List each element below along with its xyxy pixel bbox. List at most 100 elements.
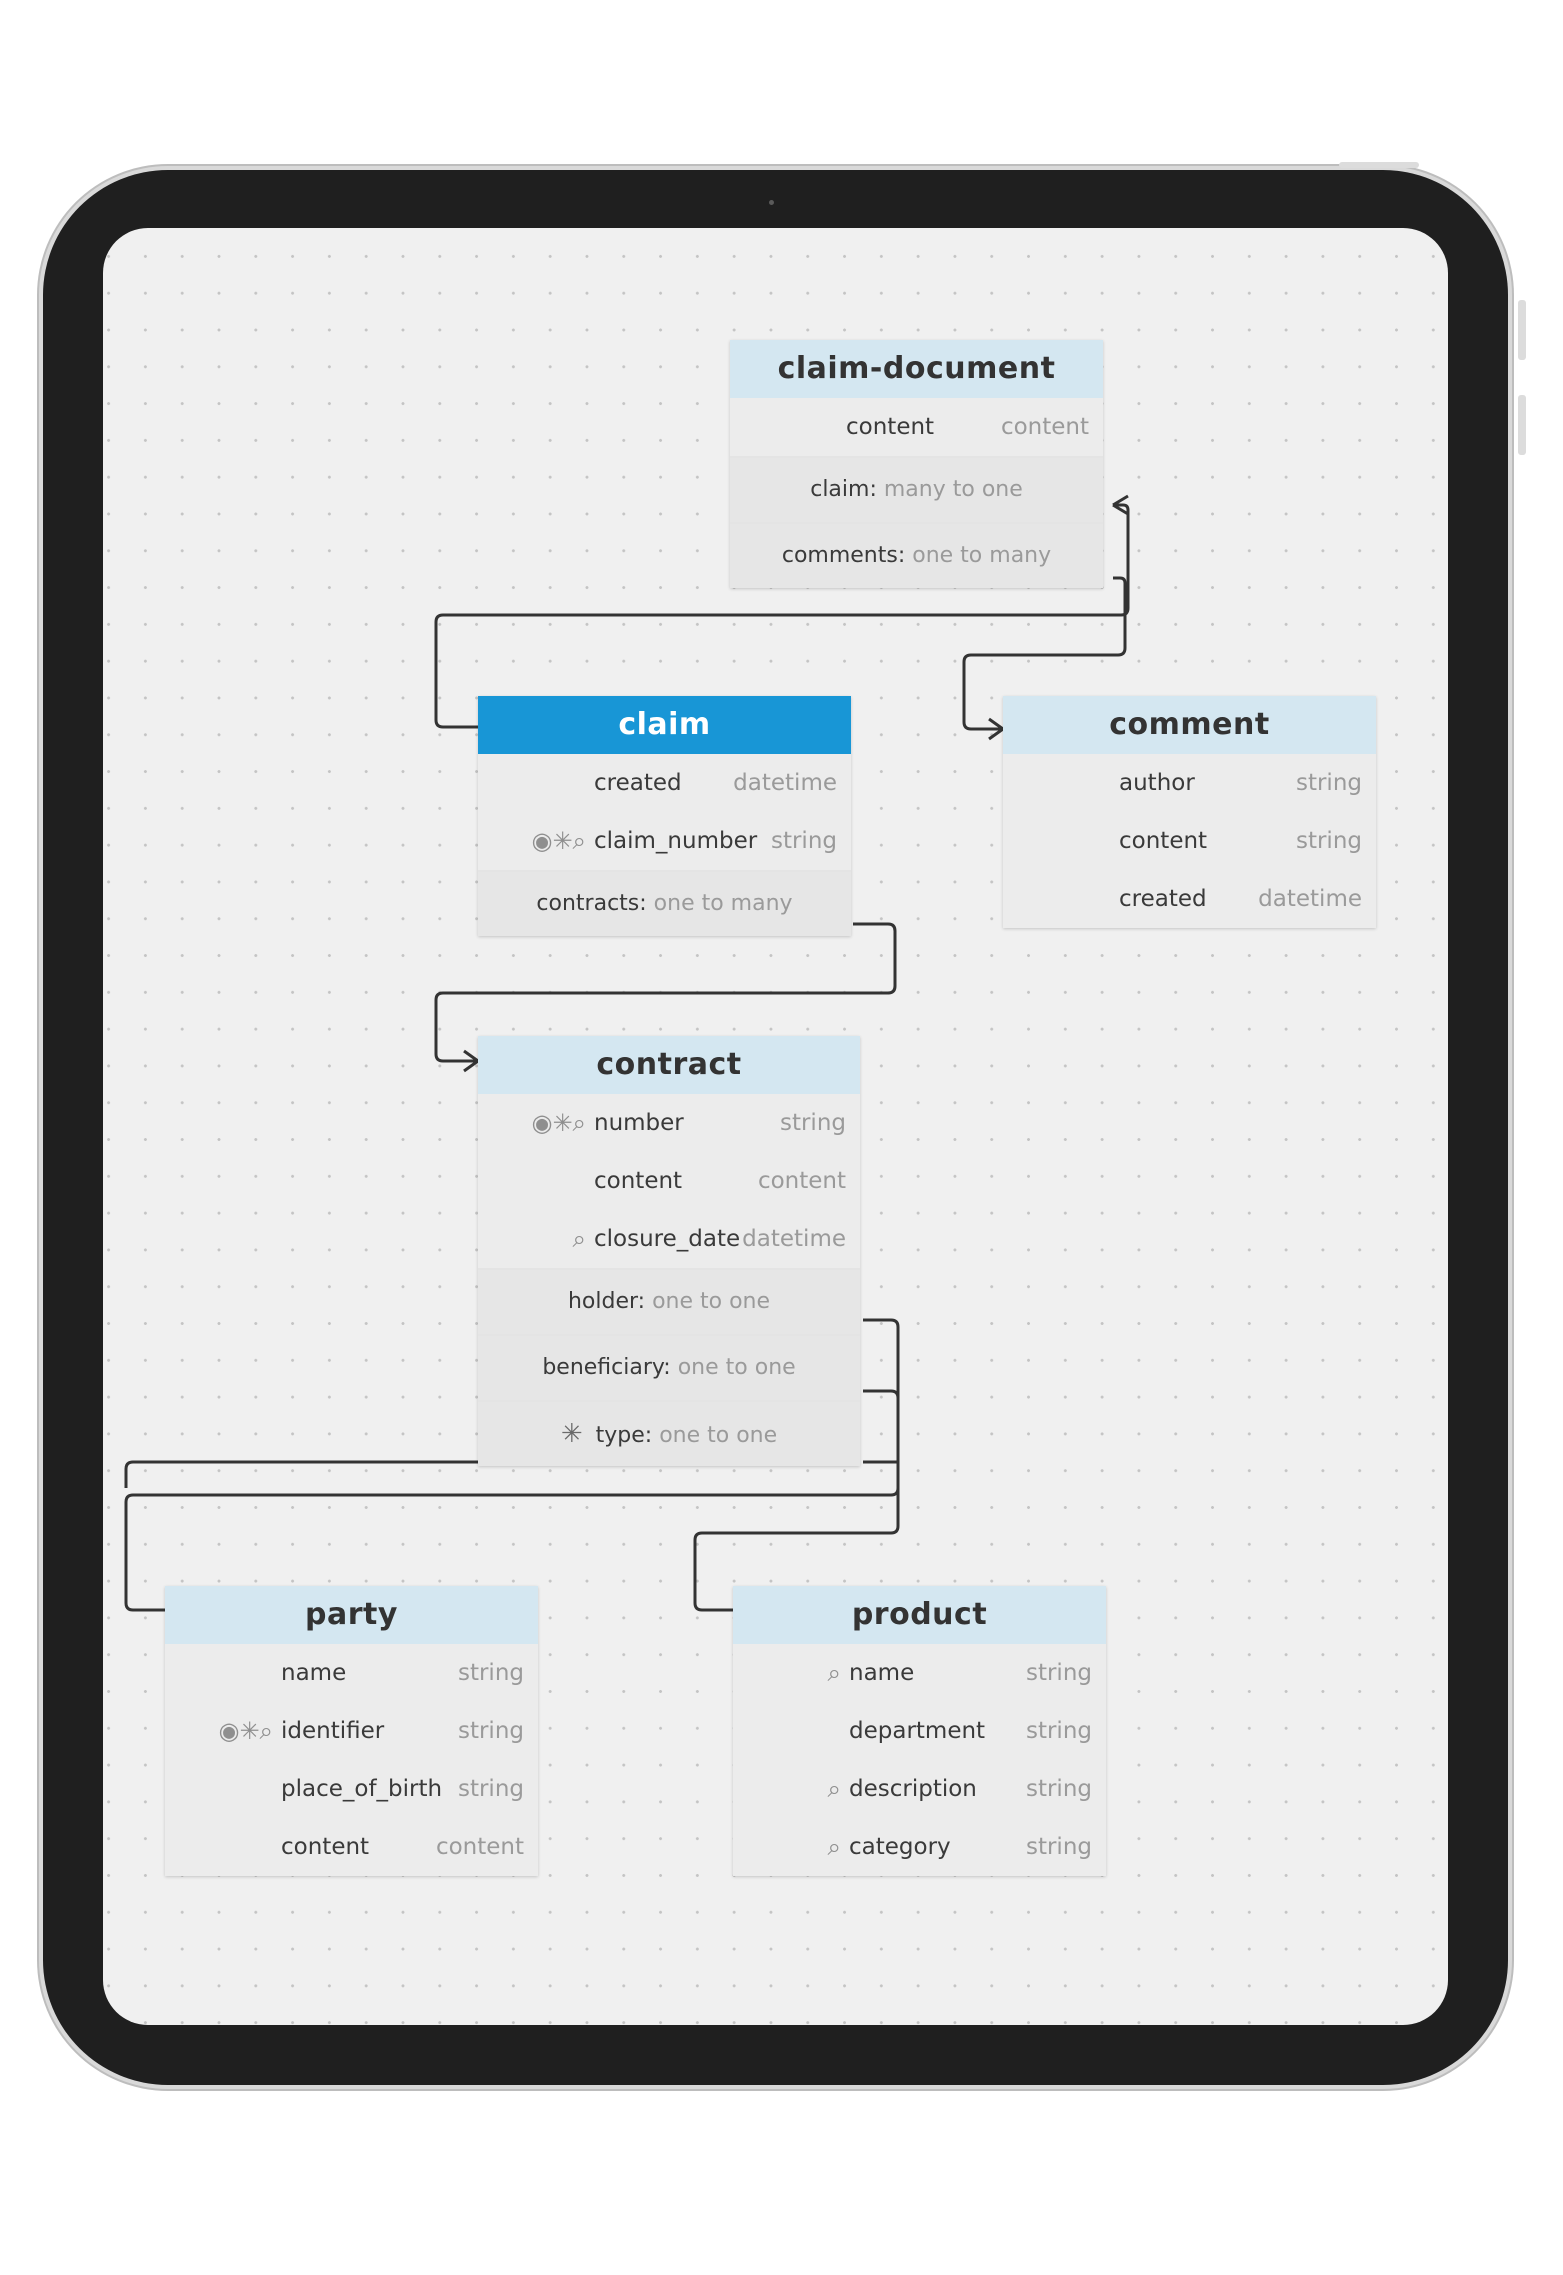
field-name: created <box>1119 886 1207 912</box>
field-type: content <box>1000 414 1089 440</box>
field-row[interactable]: ◉✳⌕ number string <box>478 1094 860 1152</box>
field-name: description <box>849 1776 977 1802</box>
field-row[interactable]: ⌕ category string <box>733 1818 1106 1876</box>
field-name: name <box>281 1660 347 1686</box>
relation-kind: one to one <box>677 1355 796 1380</box>
relation-kind: one to many <box>912 543 1052 568</box>
entity-title: party <box>165 1586 538 1644</box>
search-icon: ⌕ <box>572 1225 586 1253</box>
field-name: department <box>849 1718 986 1744</box>
relation-connectors <box>124 494 1130 1612</box>
field-type: datetime <box>1258 886 1362 912</box>
relation-row[interactable]: ✳ type: one to one <box>478 1400 860 1466</box>
field-row[interactable]: created datetime <box>1003 870 1376 928</box>
entity-title: claim <box>478 696 851 754</box>
field-row[interactable]: created datetime <box>478 754 851 812</box>
relation-name: beneficiary: <box>542 1355 671 1380</box>
field-row[interactable]: ⌕ closure_date datetime <box>478 1210 860 1268</box>
field-row[interactable]: content content <box>730 398 1103 456</box>
relation-name: holder: <box>567 1289 646 1314</box>
field-type: string <box>457 1718 524 1744</box>
diagram-canvas[interactable]: claim-document content content claim: ma… <box>103 228 1448 2025</box>
relation-name: comments: <box>781 543 906 568</box>
key-search-icons: ◉✳⌕ <box>531 1109 587 1137</box>
search-icon: ⌕ <box>827 1833 841 1861</box>
relation-kind: one to one <box>659 1423 778 1448</box>
field-name: identifier <box>281 1718 385 1744</box>
entity-party[interactable]: party name string ◉✳⌕ identifier string … <box>165 1586 538 1876</box>
crowfoot-many-icon <box>1112 494 1129 516</box>
crowfoot-many-icon <box>463 1049 479 1073</box>
field-row[interactable]: content content <box>478 1152 860 1210</box>
side-button-bottom <box>1518 395 1526 455</box>
field-type: content <box>757 1168 846 1194</box>
tablet-frame: claim-document content content claim: ma… <box>43 162 1526 2085</box>
field-type: string <box>457 1660 524 1686</box>
field-name: category <box>849 1834 951 1860</box>
camera-dot <box>769 200 774 205</box>
entity-title: product <box>733 1586 1106 1644</box>
field-name: claim_number <box>594 828 758 854</box>
entity-comment[interactable]: comment author string content string cre… <box>1003 696 1376 928</box>
required-asterisk-icon: ✳ <box>560 1419 583 1449</box>
field-type: string <box>1295 828 1362 854</box>
relation-row[interactable]: comments: one to many <box>730 522 1103 588</box>
field-type: string <box>1025 1834 1092 1860</box>
field-type: string <box>770 828 837 854</box>
field-row[interactable]: content string <box>1003 812 1376 870</box>
connector-claim-document-to-claim <box>434 503 1130 729</box>
side-button-top <box>1518 300 1526 360</box>
field-row[interactable]: department string <box>733 1702 1106 1760</box>
field-type: string <box>457 1776 524 1802</box>
relation-row[interactable]: contracts: one to many <box>478 870 851 936</box>
connector-contract-type-to-party <box>124 1460 478 1488</box>
relation-row[interactable]: holder: one to one <box>478 1268 860 1334</box>
field-row[interactable]: ⌕ description string <box>733 1760 1106 1818</box>
entity-title: comment <box>1003 696 1376 754</box>
field-name: number <box>594 1110 684 1136</box>
relation-kind: one to many <box>653 891 793 916</box>
relation-row[interactable]: beneficiary: one to one <box>478 1334 860 1400</box>
field-type: string <box>779 1110 846 1136</box>
field-type: string <box>1295 770 1362 796</box>
field-type: datetime <box>742 1226 846 1252</box>
entity-title: contract <box>478 1036 860 1094</box>
field-name: author <box>1119 770 1195 796</box>
field-name: content <box>1119 828 1208 854</box>
key-search-icons: ◉✳⌕ <box>218 1717 274 1745</box>
field-name: name <box>849 1660 915 1686</box>
field-name: closure_date <box>594 1226 741 1252</box>
field-name: content <box>281 1834 370 1860</box>
field-row[interactable]: content content <box>165 1818 538 1876</box>
field-row[interactable]: ⌕ name string <box>733 1644 1106 1702</box>
field-name: created <box>594 770 682 796</box>
field-type: string <box>1025 1718 1092 1744</box>
power-button <box>1339 162 1419 168</box>
entity-product[interactable]: product ⌕ name string department string … <box>733 1586 1106 1876</box>
entity-claim-document[interactable]: claim-document content content claim: ma… <box>730 340 1103 588</box>
entity-claim[interactable]: claim created datetime ◉✳⌕ claim_number … <box>478 696 851 936</box>
field-type: string <box>1025 1660 1092 1686</box>
field-type: content <box>435 1834 524 1860</box>
relation-name: type: <box>595 1423 653 1448</box>
field-row[interactable]: name string <box>165 1644 538 1702</box>
field-type: datetime <box>733 770 837 796</box>
key-search-icons: ◉✳⌕ <box>531 827 587 855</box>
field-name: content <box>846 414 935 440</box>
field-row[interactable]: ◉✳⌕ claim_number string <box>478 812 851 870</box>
connector-contract-holder-to-party <box>124 1318 900 1612</box>
connector-contract-beneficiary-to-product <box>693 1389 900 1612</box>
search-icon: ⌕ <box>827 1659 841 1687</box>
field-row[interactable]: author string <box>1003 754 1376 812</box>
search-icon: ⌕ <box>827 1775 841 1803</box>
field-row[interactable]: ◉✳⌕ identifier string <box>165 1702 538 1760</box>
field-name: content <box>594 1168 683 1194</box>
relation-kind: many to one <box>883 477 1023 502</box>
relation-kind: one to one <box>652 1289 771 1314</box>
relation-name: contracts: <box>536 891 647 916</box>
field-row[interactable]: place_of_birth string <box>165 1760 538 1818</box>
field-type: string <box>1025 1776 1092 1802</box>
crowfoot-many-icon <box>988 717 1004 741</box>
relation-row[interactable]: claim: many to one <box>730 456 1103 522</box>
entity-contract[interactable]: contract ◉✳⌕ number string content conte… <box>478 1036 860 1466</box>
